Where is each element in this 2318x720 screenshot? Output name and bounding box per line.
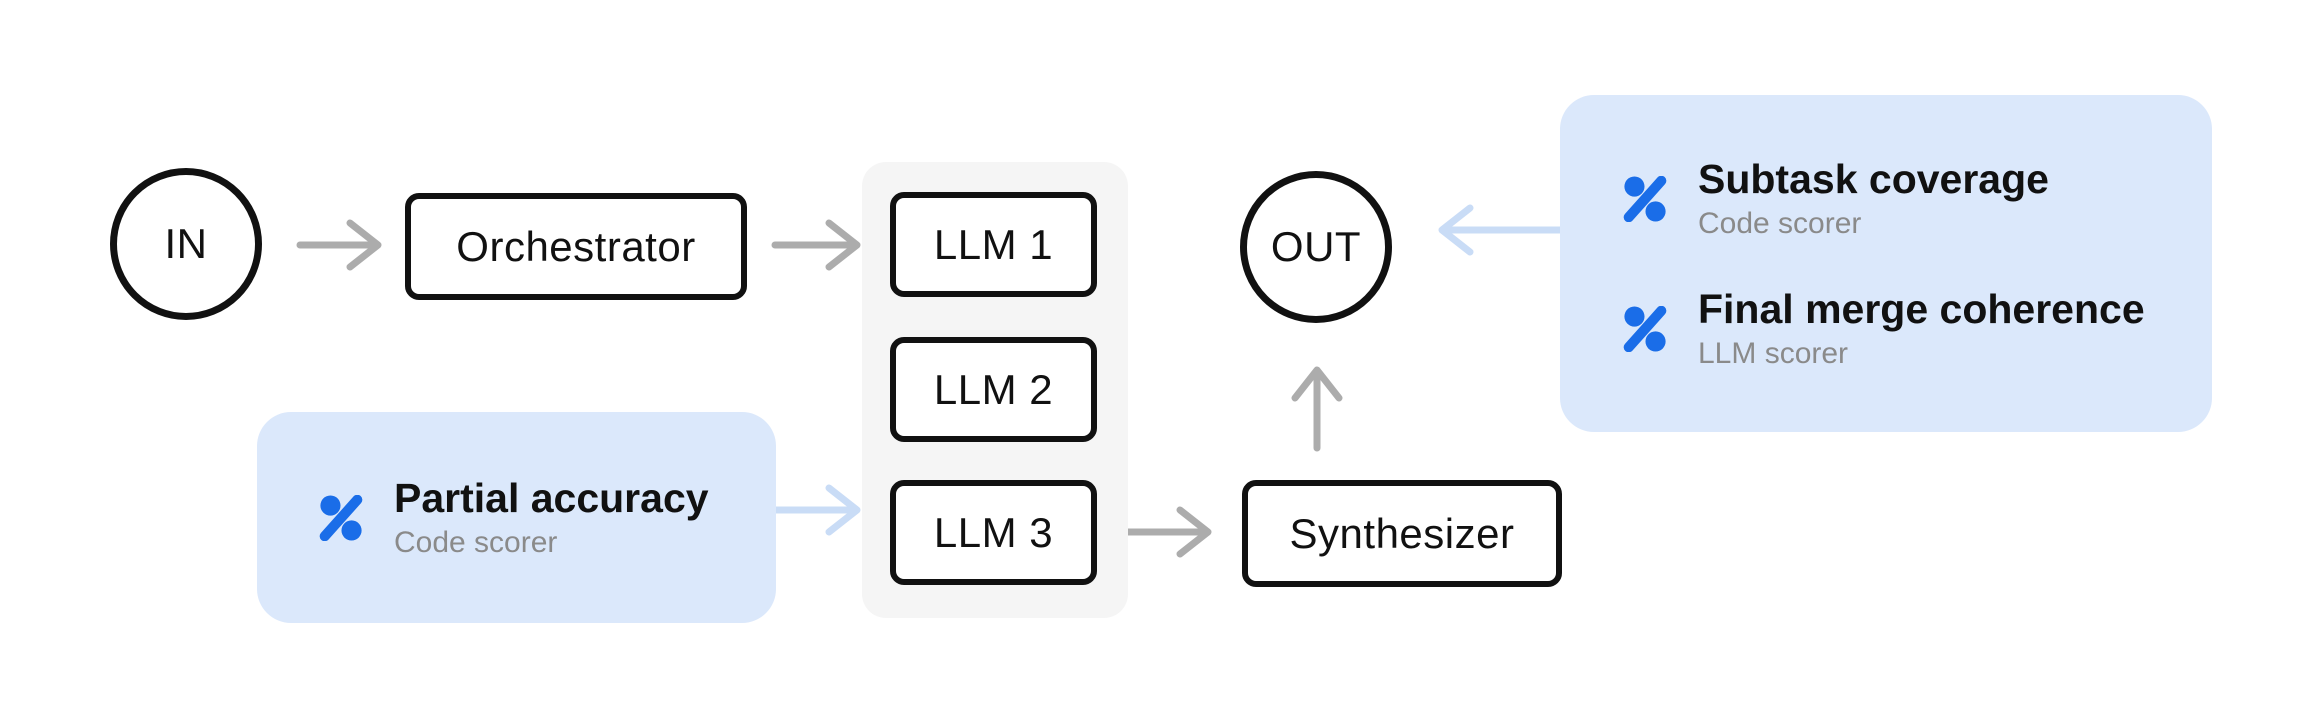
percent-scorer-icon (1623, 305, 1667, 352)
percent-scorer-icon (1623, 175, 1667, 222)
arrow-partial-accuracy-to-llm3 (772, 484, 861, 536)
node-in-label: IN (164, 220, 208, 267)
scorer-text: Subtask coverage Code scorer (1698, 157, 2049, 241)
scorer-title: Final merge coherence (1698, 285, 2145, 332)
scorer-item-subtask-coverage: Subtask coverage Code scorer (1622, 157, 2212, 241)
node-out-label: OUT (1270, 223, 1362, 270)
arrow-scorers-to-out (1438, 204, 1564, 256)
node-llm-1: LLM 1 (890, 192, 1097, 297)
scorer-text: Partial accuracy Code scorer (394, 476, 709, 560)
node-llm-3-label: LLM 3 (933, 508, 1054, 556)
node-llm-3: LLM 3 (890, 480, 1097, 585)
llm-worker-group: LLM 1 LLM 2 LLM 3 (862, 162, 1128, 618)
scorer-text: Final merge coherence LLM scorer (1698, 287, 2145, 371)
percent-scorer-icon (319, 494, 363, 541)
node-llm-2: LLM 2 (890, 337, 1097, 442)
callout-partial-accuracy: Partial accuracy Code scorer (257, 412, 776, 623)
arrow-orchestrator-to-llms (771, 219, 861, 271)
callout-output-scorers: Subtask coverage Code scorer Final merge… (1560, 95, 2212, 432)
node-synthesizer-label: Synthesizer (1289, 509, 1515, 557)
node-llm-2-label: LLM 2 (933, 365, 1054, 413)
arrow-llm3-to-synthesizer (1124, 506, 1212, 558)
scorer-subtitle: Code scorer (394, 525, 558, 559)
scorer-subtitle: LLM scorer (1698, 336, 1849, 370)
arrow-synthesizer-to-out (1291, 366, 1343, 452)
scorer-title: Subtask coverage (1698, 155, 2049, 202)
node-llm-1-label: LLM 1 (933, 220, 1054, 268)
node-synthesizer: Synthesizer (1242, 480, 1562, 587)
node-out: OUT (1240, 171, 1392, 323)
node-orchestrator: Orchestrator (405, 193, 747, 300)
node-in: IN (110, 168, 262, 320)
arrow-in-to-orchestrator (296, 219, 382, 271)
scorer-subtitle: Code scorer (1698, 206, 1862, 240)
scorer-title: Partial accuracy (394, 474, 709, 521)
scorer-item-final-merge-coherence: Final merge coherence LLM scorer (1622, 287, 2212, 371)
node-orchestrator-label: Orchestrator (456, 222, 696, 270)
scorer-item-partial-accuracy: Partial accuracy Code scorer (318, 476, 776, 560)
